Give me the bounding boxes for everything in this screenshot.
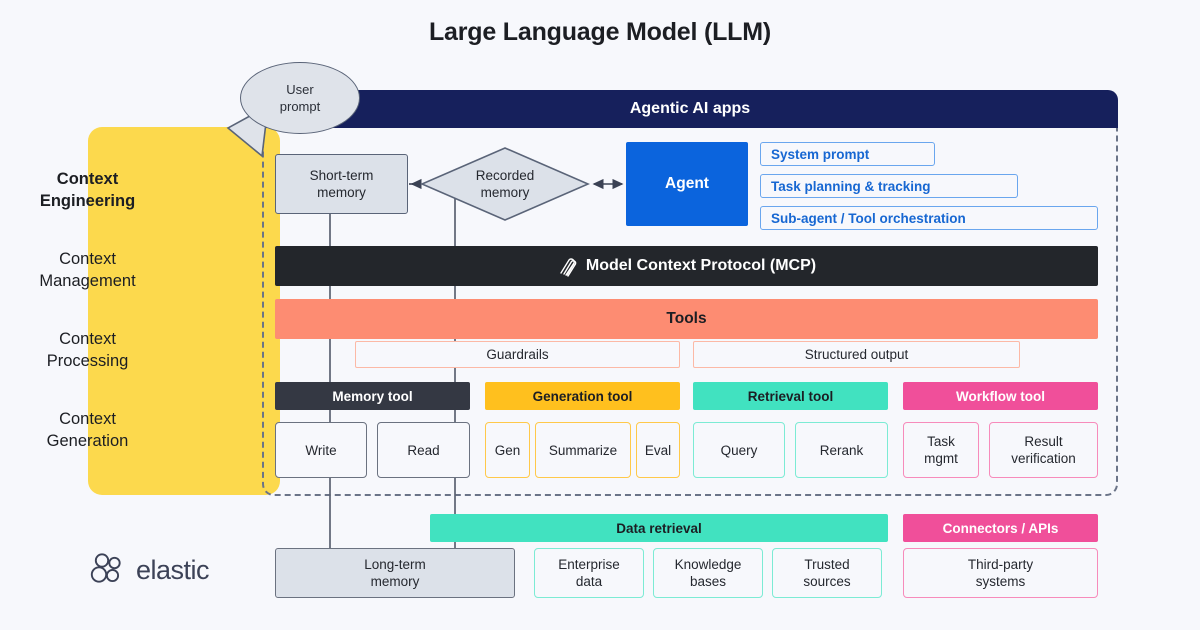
- elastic-logo-icon: [90, 553, 121, 583]
- mcp-label: Model Context Protocol (MCP): [585, 257, 817, 274]
- tools-bar[interactable]: Tools: [275, 299, 1098, 339]
- agent-node[interactable]: Agent: [626, 142, 748, 226]
- tool-group-header-generation-tool[interactable]: Generation tool: [485, 382, 680, 410]
- model-context-protocol-bar[interactable]: Model Context Protocol (MCP): [275, 246, 1098, 286]
- tool-item-label: Read: [407, 442, 440, 458]
- diamond-shape: [419, 147, 591, 221]
- agentic-ai-apps-header: Agentic AI apps: [262, 90, 1118, 128]
- tool-item-label: Query: [720, 442, 758, 458]
- elastic-wordmark: elastic: [136, 554, 210, 585]
- tool-item-label: Gen: [494, 442, 521, 458]
- tool-item-write[interactable]: Write: [275, 422, 367, 478]
- tool-item-label: Rerank: [819, 442, 864, 458]
- tool-item-summarize[interactable]: Summarize: [535, 422, 631, 478]
- tool-group-header-memory-tool[interactable]: Memory tool: [275, 382, 470, 410]
- tool-item-eval[interactable]: Eval: [636, 422, 680, 478]
- page-title: Large Language Model (LLM): [428, 18, 772, 46]
- tool-group-label: Generation tool: [532, 388, 633, 404]
- mcp-icon: [560, 258, 577, 277]
- capability-label: Sub-agent / Tool orchestration: [771, 210, 966, 226]
- tool-item-read[interactable]: Read: [377, 422, 470, 478]
- agent-capability-sub-agent-orchestration[interactable]: Sub-agent / Tool orchestration: [760, 206, 1098, 230]
- tool-item-label: Write: [305, 442, 337, 458]
- bottom-group-label: Data retrieval: [616, 520, 702, 536]
- tool-group-label: Retrieval tool: [747, 388, 834, 404]
- bottom-group-header-connectors-apis[interactable]: Connectors / APIs: [903, 514, 1098, 542]
- bottom-group-header-data-retrieval[interactable]: Data retrieval: [430, 514, 888, 542]
- structured-output-label: Structured output: [804, 347, 909, 362]
- tool-item-query[interactable]: Query: [693, 422, 785, 478]
- agent-capability-system-prompt[interactable]: System prompt: [760, 142, 935, 166]
- tool-group-header-workflow-tool[interactable]: Workflow tool: [903, 382, 1098, 410]
- tool-group-header-retrieval-tool[interactable]: Retrieval tool: [693, 382, 888, 410]
- tool-group-label: Workflow tool: [956, 388, 1045, 404]
- tool-item-label: Summarize: [548, 442, 618, 458]
- agent-capability-task-planning[interactable]: Task planning & tracking: [760, 174, 1018, 198]
- context-engineering-panel: [88, 127, 280, 495]
- agentic-ai-apps-label: Agentic AI apps: [629, 100, 751, 117]
- agent-label: Agent: [665, 175, 709, 192]
- elastic-brand-logo: elastic: [88, 548, 278, 592]
- guardrails-label: Guardrails: [486, 347, 549, 362]
- tools-subsection-structured-output[interactable]: Structured output: [693, 341, 1020, 368]
- tool-group-label: Memory tool: [332, 388, 413, 404]
- tool-item-rerank[interactable]: Rerank: [795, 422, 888, 478]
- tools-label: Tools: [666, 310, 707, 327]
- capability-label: System prompt: [771, 146, 870, 162]
- bottom-group-label: Connectors / APIs: [942, 520, 1059, 536]
- tools-subsection-guardrails[interactable]: Guardrails: [355, 341, 680, 368]
- capability-label: Task planning & tracking: [771, 178, 931, 194]
- tool-item-gen[interactable]: Gen: [485, 422, 530, 478]
- tool-item-label: Eval: [644, 442, 672, 458]
